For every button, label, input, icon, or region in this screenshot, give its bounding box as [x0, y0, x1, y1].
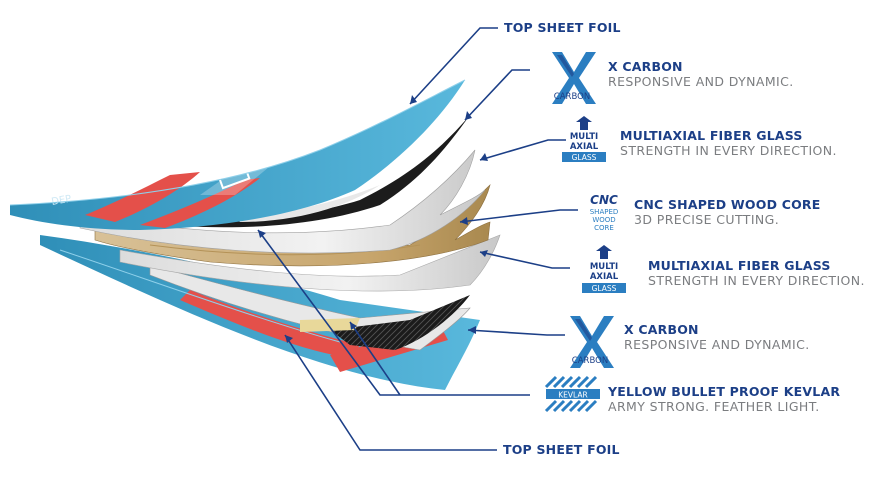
x-carbon-logo — [570, 316, 614, 368]
layer-kevlar — [300, 295, 470, 350]
arrowhead — [480, 153, 488, 161]
label-multiaxial-1-title: MULTIAXIAL FIBER GLASS — [620, 128, 803, 143]
arrowhead — [460, 217, 468, 225]
layer-lower-multiaxial — [119, 234, 501, 292]
multiaxial-logo-text: MULTI — [570, 132, 598, 142]
layer-top-sheet-foil: DEP — [9, 79, 466, 230]
arrowhead — [468, 326, 476, 334]
multiaxial-logo-text: AXIAL — [590, 272, 619, 282]
label-multiaxial-2-subtitle: STRENGTH IN EVERY DIRECTION. — [648, 273, 865, 288]
label-kevlar-title: YELLOW BULLET PROOF KEVLAR — [608, 384, 841, 399]
multiaxial-glass-logo — [582, 245, 626, 293]
arrowhead — [480, 250, 488, 257]
label-top-sheet-foil-bottom: TOP SHEET FOIL — [503, 442, 620, 457]
arrowhead — [410, 95, 417, 104]
leader-top-foil-top — [409, 27, 498, 105]
leader-x-carbon-2 — [467, 329, 565, 336]
leader-multiaxial-2 — [479, 251, 570, 269]
leader-lines — [257, 27, 578, 451]
multiaxial-logo-text: MULTI — [590, 262, 618, 272]
label-top-sheet-foil-top: TOP SHEET FOIL — [504, 20, 621, 35]
label-multiaxial-2-title: MULTIAXIAL FIBER GLASS — [648, 258, 831, 273]
svg-text:KEVLAR: KEVLAR — [558, 391, 587, 400]
kevlar-logo: KEVLAR — [544, 375, 600, 413]
label-multiaxial-1-subtitle: STRENGTH IN EVERY DIRECTION. — [620, 143, 837, 158]
x-carbon-logo-text: CARBON — [572, 356, 608, 366]
svg-text:CNC: CNC — [590, 193, 618, 207]
multiaxial-glass-logo — [562, 116, 606, 162]
label-x-carbon-1-title: X CARBON — [608, 59, 683, 74]
layer-upper-multiaxial — [79, 149, 486, 254]
label-x-carbon-2-title: X CARBON — [624, 322, 699, 337]
arrowhead — [258, 230, 266, 238]
leader-arrowheads — [258, 95, 488, 343]
label-x-carbon-2-subtitle: RESPONSIVE AND DYNAMIC. — [624, 337, 810, 352]
label-kevlar-subtitle: ARMY STRONG. FEATHER LIGHT. — [608, 399, 820, 414]
label-cnc-core-title: CNC SHAPED WOOD CORE — [634, 197, 821, 212]
leader-top-foil-bottom — [284, 334, 497, 451]
svg-text:CORE: CORE — [594, 224, 614, 232]
cnc-wood-core-logo: CNC SHAPED WOOD CORE — [590, 193, 619, 232]
svg-text:DEP: DEP — [51, 194, 73, 208]
label-x-carbon-1-subtitle: RESPONSIVE AND DYNAMIC. — [608, 74, 794, 89]
multiaxial-logo-text: AXIAL — [570, 142, 599, 152]
arrowhead — [285, 335, 293, 343]
multiaxial-logo-text: GLASS — [592, 284, 617, 293]
x-carbon-logo-text: CARBON — [554, 92, 590, 102]
leader-x-carbon-1 — [464, 69, 530, 121]
x-carbon-logo — [552, 52, 596, 104]
arrowhead — [350, 322, 357, 330]
leader-cnc-core — [459, 209, 578, 223]
leader-multiaxial-1 — [479, 139, 566, 161]
multiaxial-logo-text: GLASS — [572, 153, 597, 162]
leader-kevlar-2 — [349, 321, 401, 396]
arrowhead — [465, 111, 472, 120]
label-cnc-core-subtitle: 3D PRECISE CUTTING. — [634, 212, 780, 227]
svg-text:SHAPED: SHAPED — [590, 208, 619, 216]
svg-text:WOOD: WOOD — [592, 216, 615, 224]
leader-kevlar — [257, 229, 530, 396]
